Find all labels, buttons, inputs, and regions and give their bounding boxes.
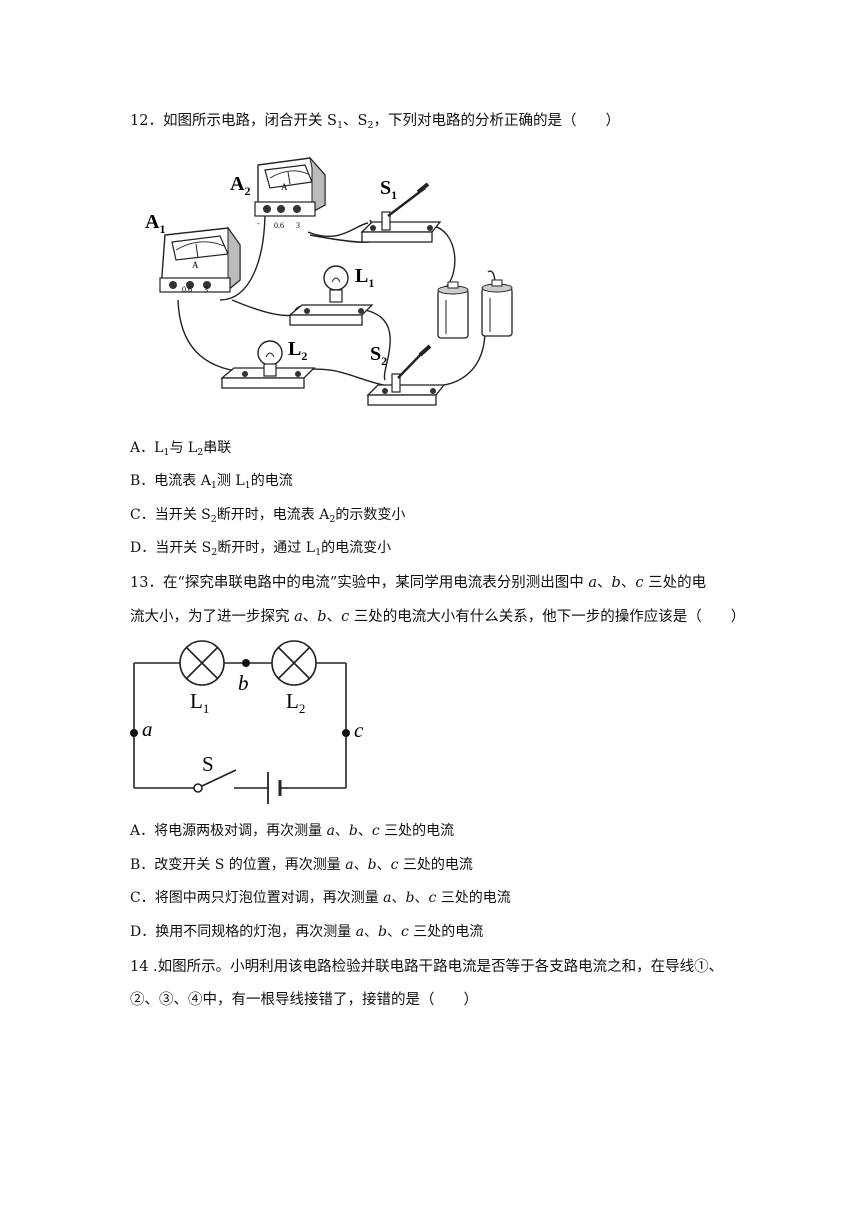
point-a-dot — [130, 729, 138, 737]
lamp-l2-label: L2 — [288, 338, 307, 363]
switch-s-label: S — [202, 752, 214, 776]
q14-stem-line1: 14 .如图所示。小明利用该电路检验并联电路干路电流是否等于各支路电流之和，在导… — [130, 959, 724, 975]
battery-icon — [267, 772, 288, 804]
q13-option-d[interactable]: D．换用不同规格的灯泡，再次测量 a、b、c 三处的电流 — [130, 924, 484, 940]
switch-s-icon — [193, 769, 268, 793]
point-b-label: b — [238, 671, 249, 695]
ammeter-a1-label: A1 — [145, 211, 165, 236]
ammeter-a1-terminal-06: 0.6 — [182, 285, 192, 294]
q13-option-c[interactable]: C．将图中两只灯泡位置对调，再次测量 a、b、c 三处的电流 — [130, 890, 511, 906]
point-b-dot — [242, 659, 250, 667]
ammeter-a1-icon: A 0.6 3 — [159, 226, 241, 294]
q13-option-a[interactable]: A．将电源两极对调，再次测量 a、b、c 三处的电流 — [130, 823, 455, 839]
ammeter-a2-terminal-3: 3 — [296, 221, 300, 230]
ammeter-a2-terminal-minus: - — [257, 219, 260, 228]
lamp-l1-label: L1 — [355, 265, 374, 290]
q13-circuit-figure: L1 L2 b a c S — [130, 640, 364, 804]
q14-stem-line2: ②、③、④中，有一根导线接错了，接错的是（ ） — [130, 992, 478, 1008]
q13-stem-line2: 流大小，为了进一步探究 a、b、c 三处的电流大小有什么关系，他下一步的操作应该… — [130, 609, 746, 625]
ammeter-a2-terminal-06: 0.6 — [274, 221, 284, 230]
lamp-l2-icon — [220, 340, 316, 389]
ammeter-a2-label: A2 — [230, 173, 250, 198]
lamp-l2-label: L2 — [286, 689, 305, 716]
q13-stem-line1: 13．在“探究串联电路中的电流”实验中，某同学用电流表分别测出图中 a、b、c … — [130, 575, 707, 591]
switch-s2-label: S2 — [370, 343, 387, 368]
switch-s1-icon — [360, 182, 442, 243]
lamp-l1-icon — [179, 640, 225, 686]
battery-icon — [437, 279, 513, 339]
q12-option-b[interactable]: B．电流表 A1测 L1的电流 — [130, 473, 293, 491]
switch-s1-label: S1 — [380, 177, 397, 202]
lamp-l1-label: L1 — [190, 689, 209, 716]
ammeter-a2-unit: A — [281, 182, 288, 192]
ammeter-a1-unit: A — [192, 260, 199, 270]
q12-stem: 12．如图所示电路，闭合开关 S1、S2，下列对电路的分析正确的是（ ） — [130, 113, 621, 131]
point-c-label: c — [354, 718, 364, 742]
ammeter-a2-icon: A 0.6 3 - — [254, 156, 326, 230]
point-a-label: a — [142, 717, 153, 741]
switch-s2-icon — [366, 344, 446, 406]
lamp-l1-icon — [288, 265, 374, 326]
ammeter-a1-terminal-3: 3 — [204, 285, 208, 294]
q12-circuit-figure: A 0.6 3 - A2 A 0.6 3 A1 S1 — [145, 156, 513, 406]
q12-option-d[interactable]: D．当开关 S2断开时，通过 L1的电流变小 — [130, 540, 392, 558]
point-c-dot — [342, 729, 350, 737]
q12-option-a[interactable]: A．L1与 L2串联 — [130, 440, 232, 458]
lamp-l2-icon — [271, 640, 317, 686]
q13-option-b[interactable]: B．改变开关 S 的位置，再次测量 a、b、c 三处的电流 — [130, 857, 473, 873]
q12-option-c[interactable]: C．当开关 S2断开时，电流表 A2的示数变小 — [130, 507, 406, 525]
